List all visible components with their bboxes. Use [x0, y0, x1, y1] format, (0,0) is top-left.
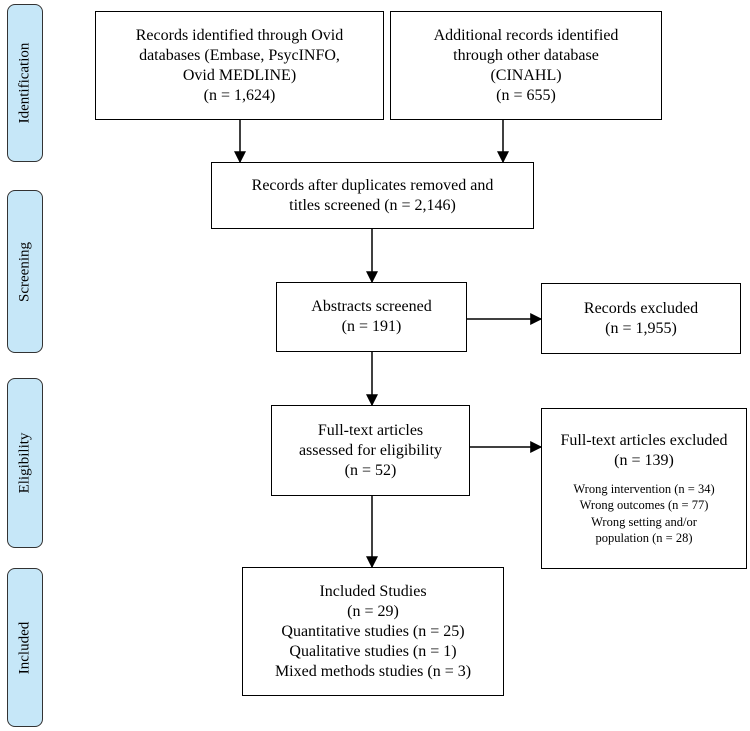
box-dedup-line: titles screened (n = 2,146) [289, 196, 456, 214]
phase-screening: Screening [7, 190, 43, 353]
box-fulltext-excluded-line: (n = 139) [614, 452, 674, 469]
box-other-line: through other database [453, 46, 599, 64]
box-other-line: (CINAHL) [490, 66, 562, 84]
box-included-studies: Included Studies (n = 29) Quantitative s… [242, 567, 504, 696]
box-dedup-records: Records after duplicates removed and tit… [211, 162, 534, 229]
box-ovid-line: (n = 1,624) [203, 86, 276, 104]
box-ovid-line: Records identified through Ovid [135, 26, 344, 44]
box-dedup-line: Records after duplicates removed and [251, 176, 494, 194]
box-other-records: Additional records identified through ot… [390, 11, 662, 120]
box-records-excluded: Records excluded (n = 1,955) [541, 283, 741, 354]
box-ovid-line: Ovid MEDLINE) [182, 66, 297, 84]
exclusion-reason: population (n = 28) [595, 530, 693, 545]
box-ovid-line: databases (Embase, PsycINFO, [139, 46, 340, 64]
exclusion-reason: Wrong setting and/or [591, 514, 697, 529]
box-abstracts-line: (n = 191) [341, 318, 402, 335]
phase-identification: Identification [7, 4, 43, 162]
box-fulltext-line: (n = 52) [344, 461, 397, 479]
exclusion-reason: Wrong outcomes (n = 77) [579, 498, 709, 513]
box-fulltext-line: Full-text articles [317, 421, 424, 439]
box-fulltext-excluded: Full-text articles excluded (n = 139) Wr… [541, 408, 747, 569]
box-included-line: (n = 29) [347, 602, 399, 620]
box-included-line: Quantitative studies (n = 25) [281, 622, 465, 640]
exclusion-reason: Wrong intervention (n = 34) [573, 482, 715, 496]
box-records-excluded-line: (n = 1,955) [605, 319, 677, 337]
box-other-line: (n = 655) [496, 86, 556, 104]
box-abstracts-screened: Abstracts screened (n = 191) [276, 282, 467, 352]
box-included-line: Qualitative studies (n = 1) [289, 642, 457, 660]
box-included-line: Included Studies [319, 582, 427, 600]
box-other-line: Additional records identified [433, 26, 619, 44]
box-included-line: Mixed methods studies (n = 3) [274, 662, 472, 680]
exclusion-reasons: Wrong intervention (n = 34) Wrong outcom… [573, 481, 714, 546]
box-fulltext-excluded-line: Full-text articles excluded [560, 432, 728, 449]
box-abstracts-line: Abstracts screened [311, 298, 432, 315]
box-fulltext-assessed: Full-text articles assessed for eligibil… [271, 405, 470, 496]
phase-eligibility: Eligibility [7, 378, 43, 548]
box-ovid-records: Records identified through Ovid database… [95, 11, 384, 120]
box-records-excluded-line: Records excluded [583, 299, 699, 317]
phase-included: Included [7, 568, 43, 727]
box-fulltext-line: assessed for eligibility [298, 441, 443, 459]
